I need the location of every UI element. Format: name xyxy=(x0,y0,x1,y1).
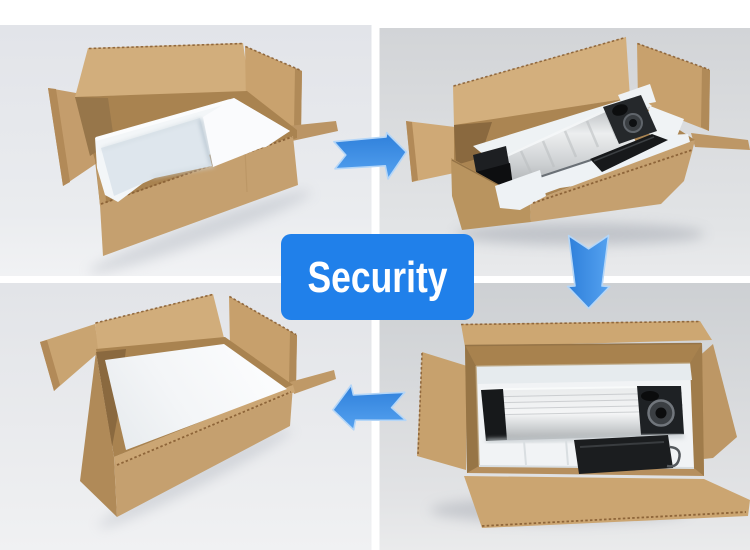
svg-text:Security: Security xyxy=(308,253,448,302)
